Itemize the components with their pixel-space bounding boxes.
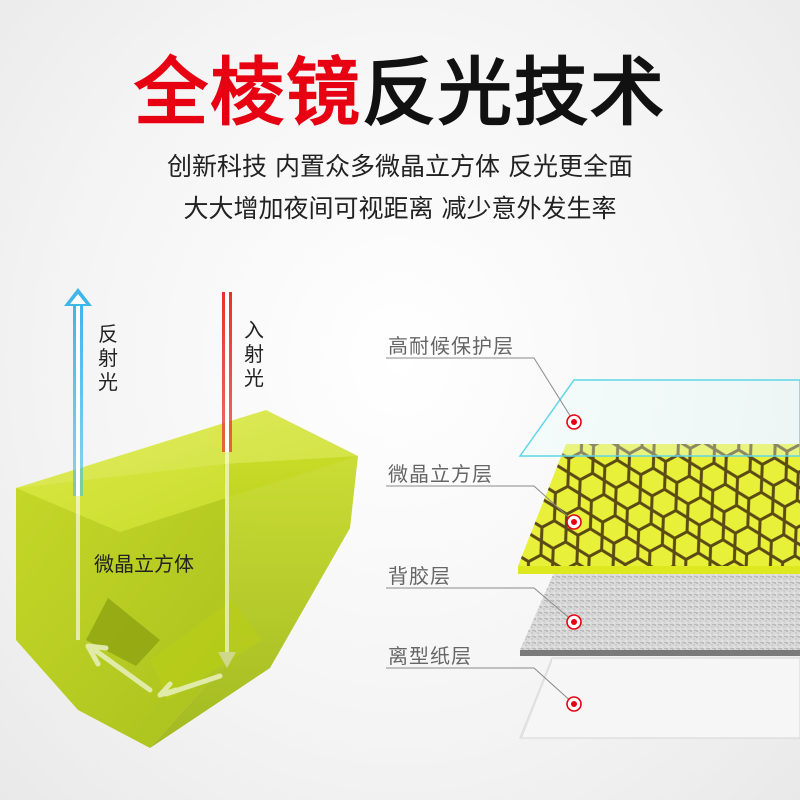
prism-inner-facet	[150, 600, 262, 700]
incident-light-label: 入射光	[244, 318, 264, 390]
subtitle-line-1: 创新科技 内置众多微晶立方体 反光更全面	[167, 152, 633, 181]
internal-reflection-arrows	[85, 643, 223, 698]
prism-block	[16, 410, 358, 748]
micro-crystal-layer	[518, 444, 800, 574]
title-main: 反光技术	[362, 50, 666, 136]
prism-top-face	[16, 410, 358, 532]
adhesive-layer	[520, 568, 800, 656]
layer-label-adhesive: 背胶层	[388, 564, 451, 588]
subtitle-line-2: 大大增加夜间可视距离 减少意外发生率	[183, 194, 617, 223]
release-paper-layer	[519, 657, 800, 739]
page-title: 全棱镜反光技术	[0, 48, 800, 138]
marker-protective	[566, 414, 582, 430]
reflected-light-label: 反射光	[98, 322, 118, 394]
leader-lines	[386, 357, 575, 705]
marker-release-paper	[566, 696, 582, 712]
micro-cube-label: 微晶立方体	[94, 552, 194, 576]
title-highlight: 全棱镜	[134, 50, 362, 136]
layer-label-micro-crystal: 微晶立方层	[388, 462, 493, 486]
marker-micro-crystal	[566, 514, 582, 530]
layer-label-protective: 高耐候保护层	[388, 334, 514, 358]
prism-right-face	[150, 456, 358, 748]
protective-layer	[518, 379, 800, 457]
incident-light-beam	[218, 292, 236, 668]
marker-adhesive	[566, 614, 582, 630]
layer-label-release-paper: 离型纸层	[388, 644, 472, 668]
reflected-light-beam	[64, 288, 92, 640]
layer-markers	[566, 414, 582, 712]
